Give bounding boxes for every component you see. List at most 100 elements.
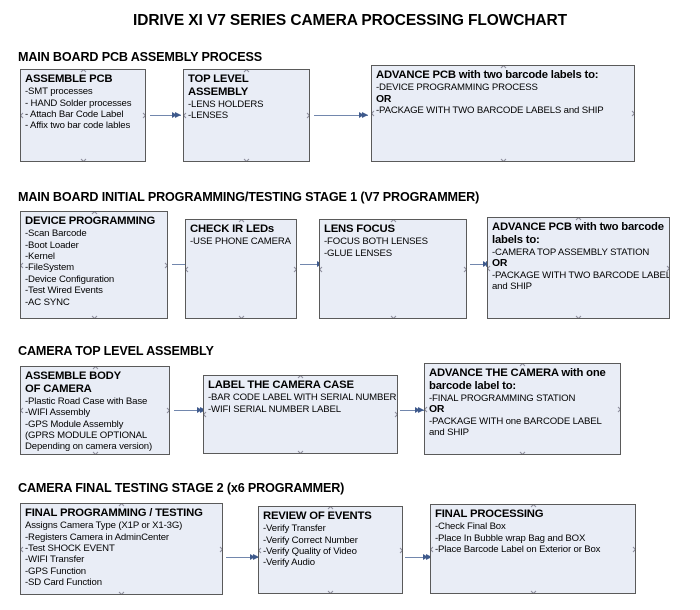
node-title: CHECK IR LEDs bbox=[190, 223, 275, 235]
page-title: IDRIVE XI V7 SERIES CAMERA PROCESSING FL… bbox=[133, 12, 567, 29]
node-line: -LENSES bbox=[188, 110, 229, 122]
resize-handle-bottom[interactable] bbox=[519, 451, 526, 454]
section-heading-camera-top-level-assembly: CAMERA TOP LEVEL ASSEMBLY bbox=[18, 344, 214, 358]
node-advance-pcb-to-camera-top-assembly[interactable]: ADVANCE PCB with two barcode labels to: … bbox=[487, 217, 670, 319]
node-line-list: -FOCUS BOTH LENSES -GLUE LENSES bbox=[324, 236, 463, 259]
resize-handle-left[interactable] bbox=[21, 546, 24, 553]
node-line-list: -FINAL PROGRAMMING STATION OR -PACKAGE W… bbox=[429, 393, 617, 439]
resize-handle-left[interactable] bbox=[259, 547, 262, 554]
node-line-list: -CAMERA TOP ASSEMBLY STATION OR -PACKAGE… bbox=[492, 247, 669, 293]
arrowhead-icon bbox=[175, 112, 181, 118]
node-line-list: -BAR CODE LABEL WITH SERIAL NUMBER -WIFI… bbox=[208, 392, 396, 415]
connector-assemble-pcb-to-top-level-assembly bbox=[150, 111, 181, 120]
resize-handle-right[interactable] bbox=[463, 266, 466, 273]
node-line: -SD Card Function bbox=[25, 577, 102, 589]
node-review-of-events[interactable]: REVIEW OF EVENTS -Verify Transfer -Verif… bbox=[258, 506, 403, 594]
resize-handle-left[interactable] bbox=[21, 407, 24, 414]
node-final-programming-testing[interactable]: FINAL PROGRAMMING / TESTING Assigns Came… bbox=[20, 503, 223, 595]
node-line: -Test Wired Events bbox=[25, 285, 103, 297]
resize-handle-right[interactable] bbox=[617, 406, 620, 413]
node-assemble-pcb[interactable]: ASSEMBLE PCB -SMT processes - HAND Solde… bbox=[20, 69, 146, 162]
resize-handle-right[interactable] bbox=[293, 266, 296, 273]
connector-label-camera-case-to-advance-camera bbox=[400, 406, 424, 415]
resize-handle-right[interactable] bbox=[219, 546, 222, 553]
resize-handle-right[interactable] bbox=[164, 262, 167, 269]
node-line: -FileSystem bbox=[25, 262, 74, 274]
arrowhead-icon bbox=[253, 554, 259, 560]
node-line: OR bbox=[492, 258, 508, 270]
resize-handle-right[interactable] bbox=[631, 110, 634, 117]
node-top-level-assembly[interactable]: TOP LEVEL ASSEMBLY -LENS HOLDERS -LENSES bbox=[183, 69, 310, 162]
node-title: FINAL PROGRAMMING / TESTING bbox=[25, 507, 203, 519]
resize-handle-bottom[interactable] bbox=[118, 591, 125, 594]
node-assemble-body-of-camera[interactable]: ASSEMBLE BODY OF CAMERA -Plastic Road Ca… bbox=[20, 366, 170, 455]
node-title: LENS FOCUS bbox=[324, 223, 395, 235]
connector-line bbox=[400, 410, 424, 411]
node-lens-focus[interactable]: LENS FOCUS -FOCUS BOTH LENSES -GLUE LENS… bbox=[319, 219, 467, 319]
resize-handle-right[interactable] bbox=[632, 546, 635, 553]
node-line: -Check Final Box bbox=[435, 521, 506, 533]
resize-handle-left[interactable] bbox=[431, 546, 434, 553]
resize-handle-bottom[interactable] bbox=[575, 315, 582, 318]
resize-handle-bottom[interactable] bbox=[243, 158, 250, 161]
connector-assemble-body-to-label-camera-case bbox=[174, 406, 206, 415]
resize-handle-bottom[interactable] bbox=[297, 450, 304, 453]
node-line: -Scan Barcode bbox=[25, 228, 87, 240]
node-advance-the-camera-one-barcode-label[interactable]: ADVANCE THE CAMERA with one barcode labe… bbox=[424, 363, 621, 455]
resize-handle-right[interactable] bbox=[306, 112, 309, 119]
node-line: -Boot Loader bbox=[25, 239, 79, 251]
resize-handle-left[interactable] bbox=[372, 110, 375, 117]
node-line: -LENS HOLDERS bbox=[188, 98, 264, 110]
node-line: - HAND Solder processes bbox=[25, 97, 132, 109]
node-line: -Kernel bbox=[25, 250, 55, 262]
resize-handle-bottom[interactable] bbox=[390, 315, 397, 318]
resize-handle-left[interactable] bbox=[21, 112, 24, 119]
resize-handle-right[interactable] bbox=[166, 407, 169, 414]
node-device-programming[interactable]: DEVICE PROGRAMMING -Scan Barcode -Boot L… bbox=[20, 211, 168, 319]
connector-line bbox=[300, 264, 326, 265]
node-line: and SHIP bbox=[429, 426, 469, 438]
node-line: - Affix two bar code lables bbox=[25, 120, 131, 132]
resize-handle-bottom[interactable] bbox=[530, 590, 537, 593]
node-final-processing[interactable]: FINAL PROCESSING -Check Final Box -Place… bbox=[430, 504, 636, 594]
node-line: OR bbox=[429, 404, 445, 416]
node-line-list: -Verify Transfer -Verify Correct Number … bbox=[263, 523, 399, 569]
resize-handle-left[interactable] bbox=[488, 265, 491, 272]
connector-line bbox=[226, 557, 259, 558]
resize-handle-right[interactable] bbox=[399, 547, 402, 554]
connector-line bbox=[314, 115, 368, 116]
section-heading-camera-final-testing: CAMERA FINAL TESTING STAGE 2 (x6 PROGRAM… bbox=[18, 481, 345, 495]
node-line-list: Assigns Camera Type (X1P or X1-3G) -Regi… bbox=[25, 520, 219, 588]
resize-handle-bottom[interactable] bbox=[91, 315, 98, 318]
resize-handle-right[interactable] bbox=[142, 112, 145, 119]
node-line: -PACKAGE WITH one BARCODE LABEL bbox=[429, 415, 602, 427]
node-line: (GPRS MODULE OPTIONAL bbox=[25, 429, 148, 441]
resize-handle-left[interactable] bbox=[21, 262, 24, 269]
node-line: - Attach Bar Code Label bbox=[25, 108, 124, 120]
resize-handle-left[interactable] bbox=[186, 266, 189, 273]
resize-handle-bottom[interactable] bbox=[238, 315, 245, 318]
resize-handle-left[interactable] bbox=[320, 266, 323, 273]
node-line: -Verify Quality of Video bbox=[263, 545, 357, 557]
node-check-ir-leds[interactable]: CHECK IR LEDs -USE PHONE CAMERA bbox=[185, 219, 297, 319]
node-line: -Verify Audio bbox=[263, 557, 315, 569]
arrowhead-icon bbox=[415, 407, 420, 413]
connector-line bbox=[405, 557, 432, 558]
resize-handle-bottom[interactable] bbox=[327, 590, 334, 593]
node-line-list: -Plastic Road Case with Base -WIFI Assem… bbox=[25, 396, 166, 453]
resize-handle-bottom[interactable] bbox=[80, 158, 87, 161]
node-title: ADVANCE PCB with two barcode labels to: bbox=[376, 69, 599, 81]
connector-line bbox=[150, 115, 181, 116]
arrowhead-icon bbox=[197, 407, 202, 413]
resize-handle-left[interactable] bbox=[204, 411, 207, 418]
node-label-the-camera-case[interactable]: LABEL THE CAMERA CASE -BAR CODE LABEL WI… bbox=[203, 375, 398, 454]
resize-handle-right[interactable] bbox=[394, 411, 397, 418]
node-title: ADVANCE PCB with two barcode labels to: bbox=[492, 221, 664, 246]
resize-handle-left[interactable] bbox=[425, 406, 428, 413]
resize-handle-left[interactable] bbox=[184, 112, 187, 119]
node-advance-pcb-two-barcode-labels[interactable]: ADVANCE PCB with two barcode labels to: … bbox=[371, 65, 635, 162]
resize-handle-bottom[interactable] bbox=[500, 158, 507, 161]
arrowhead-icon bbox=[250, 554, 255, 560]
node-line: -Place In Bubble wrap Bag and BOX bbox=[435, 532, 586, 544]
